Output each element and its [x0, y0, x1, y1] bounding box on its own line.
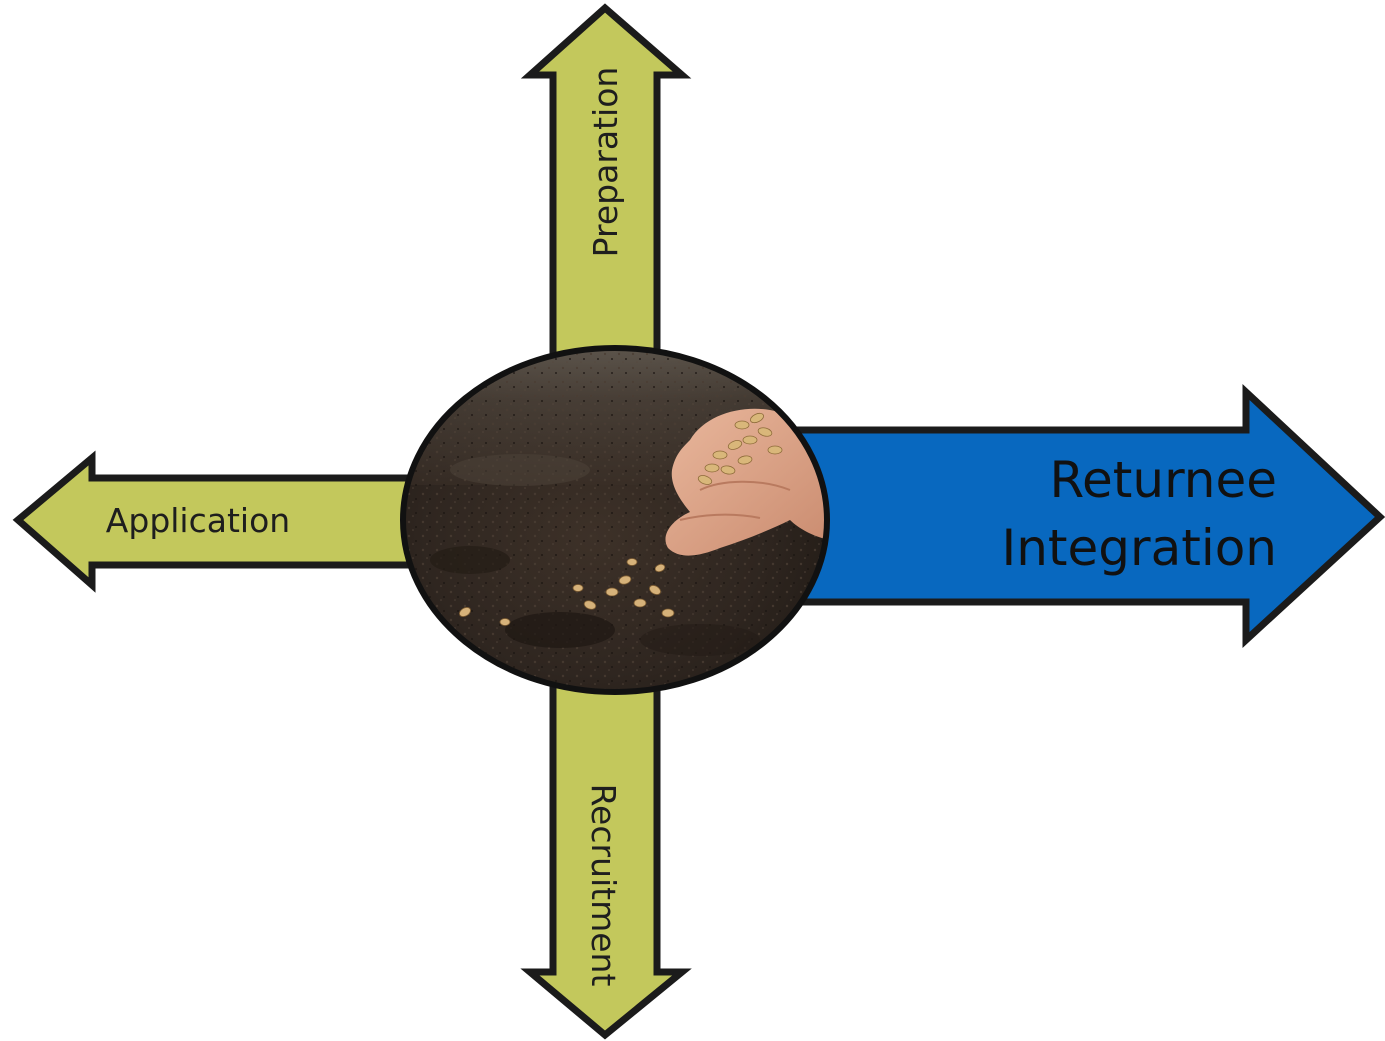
integration-label: Integration — [1001, 519, 1277, 577]
photo-circle-frame — [400, 345, 830, 695]
returnee-label: Returnee — [1050, 451, 1277, 509]
application-label: Application — [106, 501, 290, 540]
recruitment-label: Recruitment — [584, 784, 623, 987]
arrow-right-returnee-integration: Returnee Integration — [786, 383, 1385, 648]
seeds-in-hand — [697, 412, 783, 485]
preparation-label: Preparation — [586, 67, 625, 258]
arrow-down-recruitment: Recruitment — [520, 676, 692, 1040]
hand-icon — [665, 408, 827, 556]
seeds-on-soil — [459, 558, 675, 626]
arrow-up-preparation: Preparation — [520, 3, 692, 364]
arrow-left-application: Application — [12, 450, 424, 593]
seed-sowing-photo — [400, 345, 830, 695]
arrow-left-shape — [12, 450, 424, 593]
arrow-down-shape — [520, 676, 692, 1040]
arrow-up-shape — [520, 3, 692, 364]
arrow-right-shape — [786, 383, 1385, 648]
